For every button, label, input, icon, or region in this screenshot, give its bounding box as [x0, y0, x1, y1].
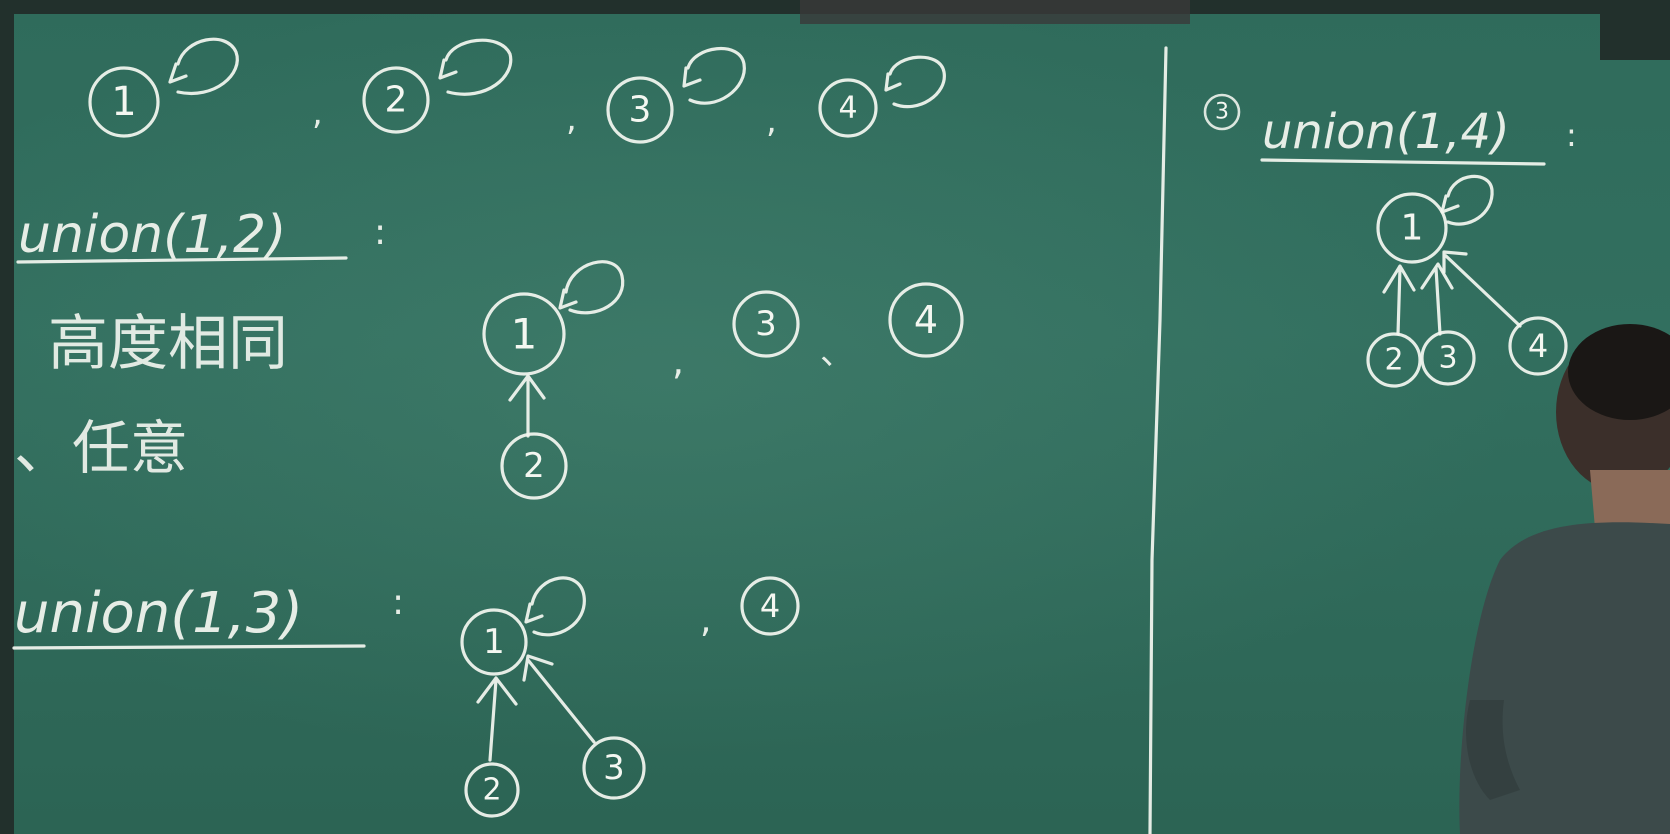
section1-heading: union(1,2): [18, 205, 286, 265]
edge-arrow: [508, 374, 546, 438]
section1-separator-1: ,: [672, 339, 684, 383]
section-union-1-3: union(1,3) : 1 2 3 , 4: [12, 576, 800, 818]
self-loop-icon: [524, 576, 586, 637]
top-row: 1 , 2 , 3 , 4: [88, 37, 946, 144]
section2-tree: 1 2 3: [460, 576, 646, 818]
section2-other-4: 4: [760, 587, 780, 625]
section1-other-4: 4: [914, 298, 938, 342]
section1-tree: 1 2: [482, 260, 625, 500]
section2-child-2: 2: [482, 773, 501, 808]
top-separator-3: ,: [766, 101, 777, 141]
self-loop-icon: [558, 260, 625, 315]
section3-heading: union(1,4): [1262, 104, 1510, 160]
camera-top-object: [800, 0, 1190, 24]
board-left-frame: [0, 0, 14, 834]
section-union-1-4: 3 union(1,4) : 1 2 3 4: [1203, 93, 1577, 388]
section1-separator-2: 、: [820, 333, 854, 373]
teacher-arm: [1466, 700, 1520, 800]
self-loop-icon: [884, 55, 946, 109]
section3-heading-underline: [1260, 158, 1546, 166]
section1-other-3: 3: [755, 304, 777, 344]
top-node-2-label: 2: [385, 80, 408, 121]
section3-root-label: 1: [1401, 208, 1424, 249]
section3-step-number: 3: [1215, 100, 1229, 125]
section2-child-3: 3: [603, 748, 625, 788]
section2-root-label: 1: [483, 622, 505, 662]
section2-heading: union(1,3): [14, 581, 303, 646]
section3-colon: :: [1566, 116, 1577, 154]
top-node-4: 4: [818, 55, 946, 138]
top-node-1: 1: [88, 37, 239, 138]
section1-child-label: 2: [523, 446, 545, 486]
section2-colon: :: [392, 582, 404, 623]
teacher-shirt: [1459, 522, 1670, 834]
self-loop-icon: [438, 38, 513, 96]
section3-tree: 1 2 3 4: [1366, 174, 1568, 388]
edge-arrow: [1442, 250, 1522, 328]
edge-arrow: [476, 676, 518, 762]
self-loop-icon: [682, 47, 746, 105]
board-right-shadow: [1600, 0, 1670, 60]
board-divider-line: [1148, 46, 1168, 834]
section1-colon: :: [374, 212, 386, 253]
top-node-3-label: 3: [629, 90, 652, 131]
self-loop-icon: [168, 37, 239, 96]
top-separator-2: ,: [566, 99, 577, 139]
section1-root-label: 1: [511, 310, 538, 359]
section3-child-2: 2: [1384, 343, 1403, 378]
section3-child-4: 4: [1528, 327, 1548, 365]
top-node-2: 2: [362, 38, 513, 134]
section1-note-line1: 高度相同: [48, 309, 288, 379]
section3-child-3: 3: [1438, 341, 1457, 376]
section2-heading-underline: [12, 644, 366, 650]
top-node-3: 3: [606, 47, 746, 144]
section2-separator: ,: [700, 600, 711, 641]
teacher-figure: [1459, 324, 1670, 834]
edge-arrow: [1382, 264, 1416, 336]
top-node-1-label: 1: [111, 79, 136, 125]
top-node-4-label: 4: [838, 91, 857, 126]
top-separator-1: ,: [312, 93, 323, 133]
section1-heading-underline: [16, 256, 348, 264]
teacher-hair: [1568, 324, 1670, 420]
edge-arrow: [522, 654, 596, 744]
self-loop-icon: [1440, 174, 1494, 226]
section-union-1-2: union(1,2) : 高度相同 、任意 1 2 , 3 、 4: [14, 205, 964, 500]
edge-arrow: [1420, 262, 1454, 336]
section1-note-line2: 、任意: [14, 414, 188, 482]
